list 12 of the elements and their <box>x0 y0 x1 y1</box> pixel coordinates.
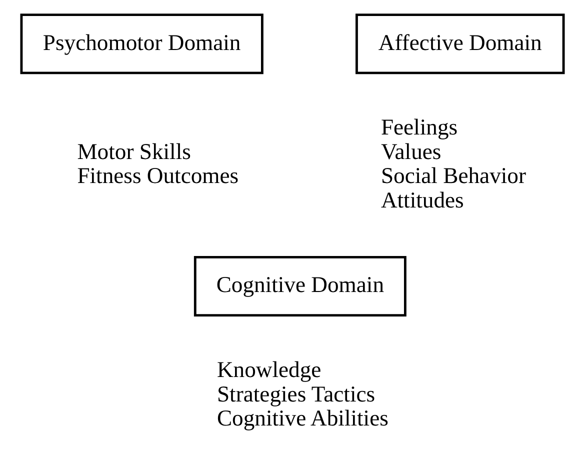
node-label: Values <box>380 138 442 164</box>
node-label: Fitness Outcomes <box>77 163 239 188</box>
node-label: Social Behavior <box>380 163 526 188</box>
node-box: Affective Domain <box>356 14 565 74</box>
node-label: Knowledge <box>216 357 322 382</box>
node-label: Cognitive Abilities <box>216 406 388 431</box>
node-label: Attitudes <box>380 187 464 212</box>
node-box: Psychomotor Domain <box>20 14 264 74</box>
node-box: Cognitive Domain <box>194 256 406 317</box>
node-label: Strategies Tactics <box>216 381 376 406</box>
node-label: Motor Skills <box>77 138 191 164</box>
node-label: Feelings <box>380 114 458 140</box>
